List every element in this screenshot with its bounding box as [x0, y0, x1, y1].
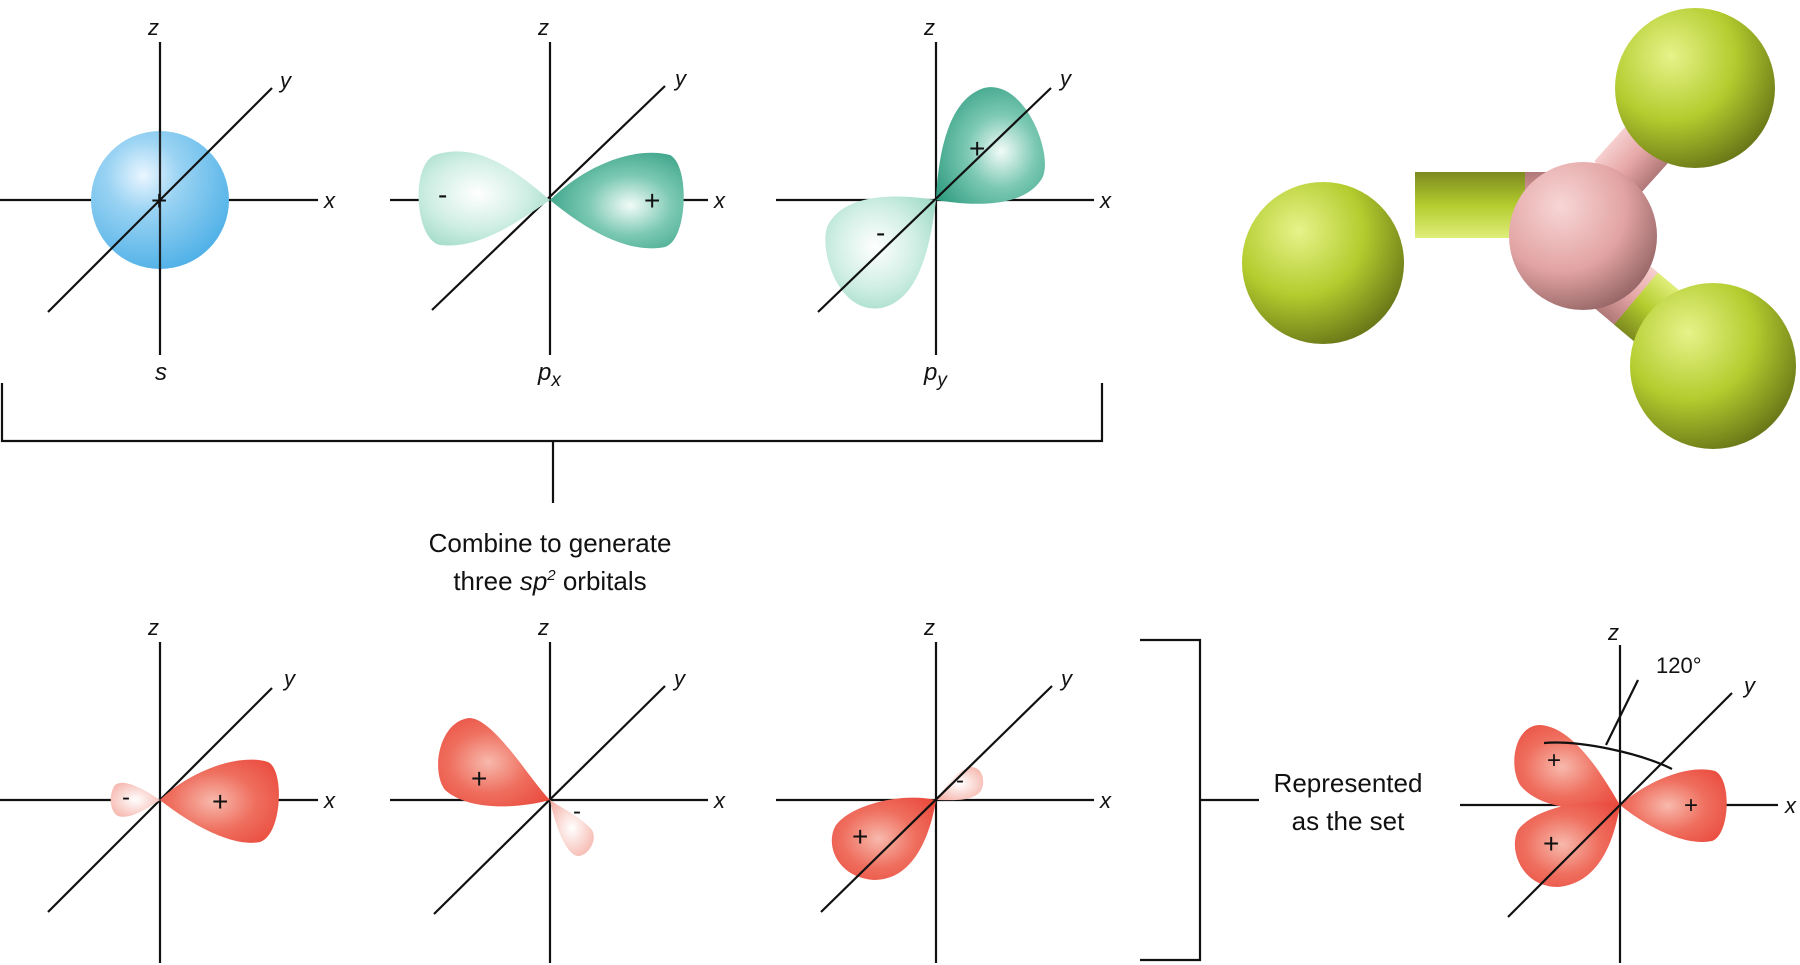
py-orbital-label: py	[923, 359, 948, 391]
x-axis-label: x	[713, 788, 726, 813]
y-axis	[431, 85, 666, 311]
y-axis	[820, 685, 1053, 913]
px-negative-lobe	[418, 151, 550, 246]
sp2-3-large-lobe	[831, 797, 936, 880]
sp2-2-large-lobe	[438, 718, 550, 807]
sp2-set-diagram: z y x 120° + + +	[1460, 620, 1797, 963]
px-orbital-label: px	[537, 359, 562, 391]
sp2-3-positive-sign: +	[852, 821, 868, 852]
x-axis-label: x	[323, 788, 336, 813]
sp2-set-lobe-right	[1620, 769, 1727, 842]
sp2-1-negative-sign: -	[122, 784, 130, 811]
y-axis-label: y	[1058, 66, 1073, 91]
x-axis-label: x	[1099, 188, 1112, 213]
sp2-1-positive-sign: +	[212, 786, 228, 817]
y-axis-label: y	[282, 666, 297, 691]
z-axis-label: z	[147, 15, 159, 40]
outer-atom-left	[1242, 182, 1404, 344]
px-positive-lobe	[550, 152, 684, 249]
y-axis-label: y	[1742, 673, 1757, 698]
z-axis-label: z	[923, 615, 935, 640]
y-axis-label: y	[1059, 666, 1074, 691]
sp2-set-sign-upper: +	[1547, 747, 1561, 774]
px-positive-sign: +	[644, 185, 660, 216]
py-orbital-diagram: z y x + - py	[776, 15, 1112, 391]
z-axis-label: z	[147, 615, 159, 640]
y-axis-label: y	[673, 66, 688, 91]
sp2-set-lobe-upper-left	[1514, 725, 1620, 809]
py-positive-sign: +	[969, 133, 985, 164]
combine-caption-line2: three sp2 orbitals	[453, 566, 646, 596]
sp2-set-sign-right: +	[1684, 792, 1698, 819]
x-axis-label: x	[713, 188, 726, 213]
represented-bracket	[1140, 638, 1202, 962]
sp2-2-positive-sign: +	[471, 763, 487, 794]
sp2-set-lobe-lower-left	[1514, 802, 1620, 887]
s-orbital-label: s	[155, 359, 167, 386]
sp2-set-sign-lower: +	[1543, 828, 1559, 859]
sp2-2-small-lobe	[550, 800, 594, 856]
x-axis-label: x	[323, 188, 336, 213]
sp2-orbital-1-diagram: z y x + -	[0, 615, 336, 963]
z-axis-label: z	[1607, 620, 1619, 645]
y-axis	[817, 87, 1052, 313]
s-orbital-diagram: z y x + s	[0, 15, 336, 386]
angle-arc	[1543, 741, 1673, 770]
z-axis-label: z	[537, 15, 549, 40]
py-negative-sign: -	[876, 217, 885, 248]
sp2-1-small-lobe	[110, 782, 160, 817]
represented-caption-line1: Represented	[1274, 768, 1423, 798]
combine-bracket	[0, 383, 1104, 443]
sp2-3-small-lobe	[936, 767, 984, 801]
represented-caption-line2: as the set	[1292, 806, 1406, 836]
outer-atom-bottom-right	[1630, 283, 1796, 449]
z-axis-label: z	[923, 15, 935, 40]
outer-atom-top	[1615, 8, 1775, 168]
sp2-orbital-2-diagram: z y x + -	[390, 615, 726, 963]
y-axis	[1507, 692, 1733, 918]
trigonal-planar-molecule-icon	[1242, 8, 1796, 449]
angle-leader	[1605, 679, 1639, 746]
px-orbital-diagram: z y x + - px	[390, 15, 726, 391]
z-axis-label: z	[537, 615, 549, 640]
combine-caption-line1: Combine to generate	[429, 528, 672, 558]
y-axis-label: y	[278, 68, 293, 93]
y-axis-label: y	[672, 666, 687, 691]
x-axis-label: x	[1784, 793, 1797, 818]
sp2-2-negative-sign: -	[573, 798, 581, 825]
central-atom	[1509, 162, 1657, 310]
px-negative-sign: -	[438, 179, 447, 210]
x-axis-label: x	[1099, 788, 1112, 813]
angle-label: 120°	[1656, 653, 1702, 678]
sp2-3-negative-sign: -	[956, 767, 964, 794]
sp2-1-large-lobe	[160, 759, 279, 843]
s-orbital-sign: +	[151, 185, 167, 216]
sp2-orbital-3-diagram: z y x + -	[776, 615, 1112, 963]
